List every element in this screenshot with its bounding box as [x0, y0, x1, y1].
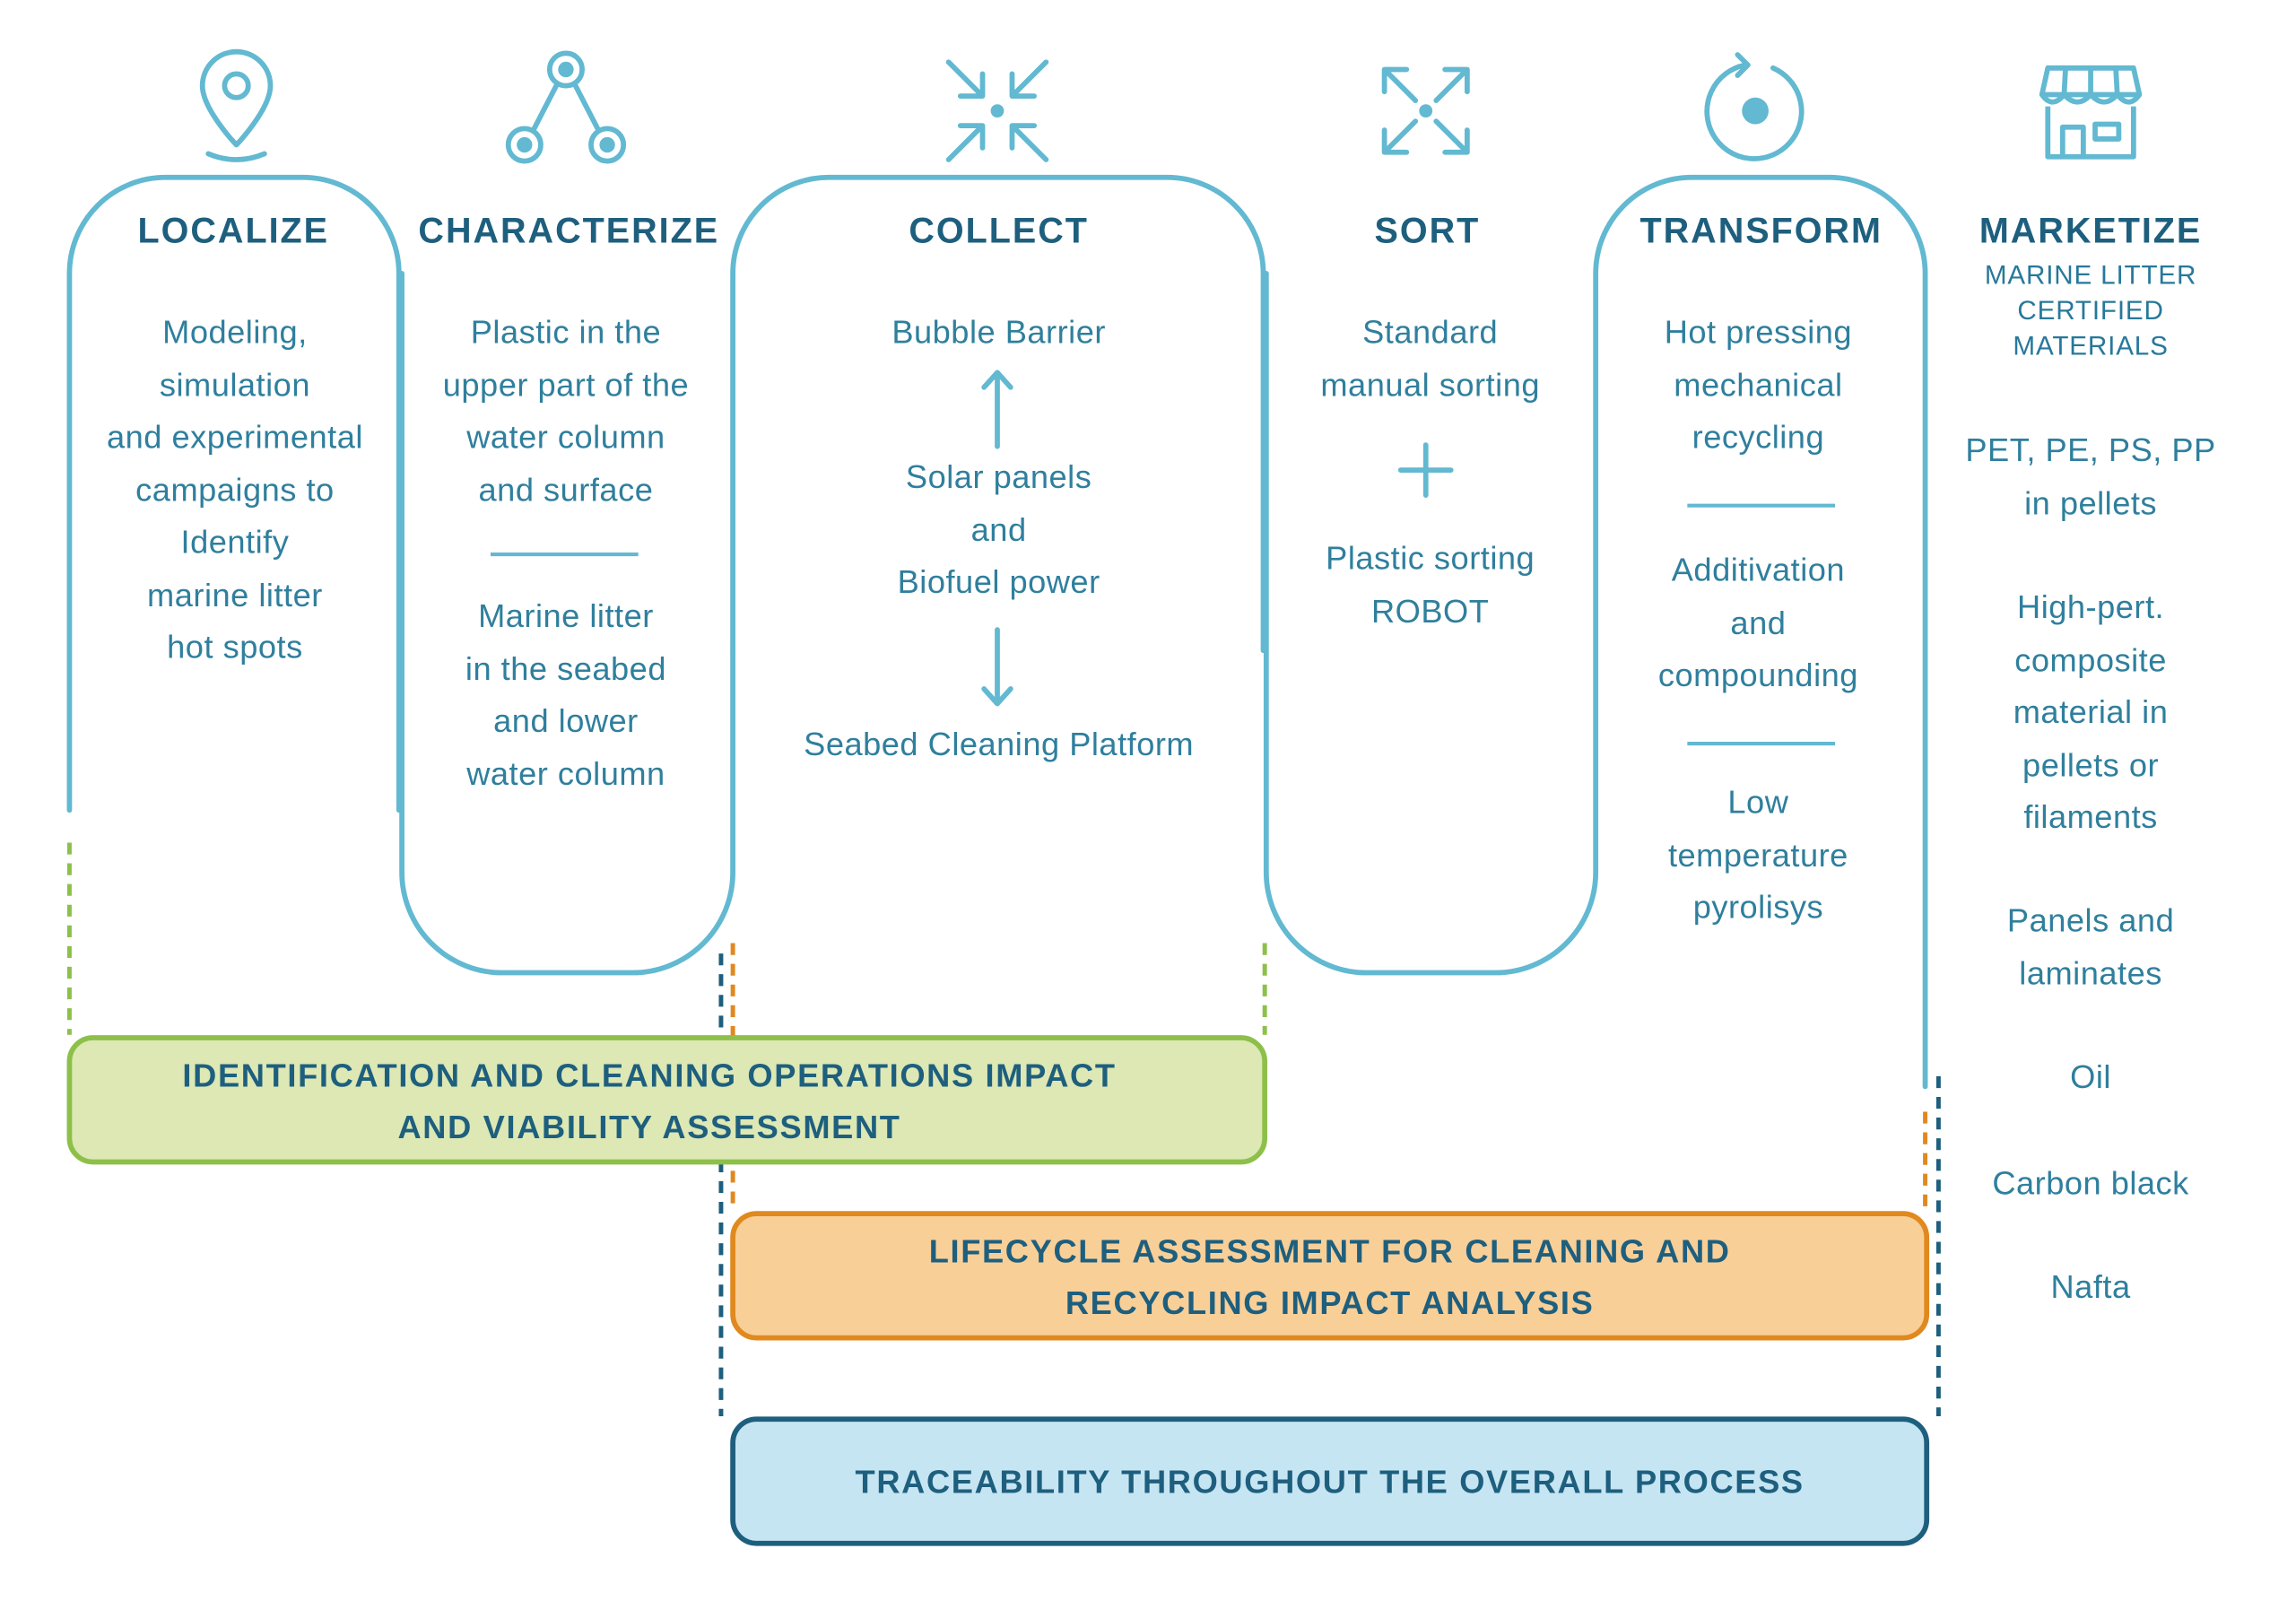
collect-bottom-text: Seabed Cleaning Platform — [804, 726, 1195, 763]
location-pin-icon — [199, 48, 274, 162]
collect-arrow-up — [981, 370, 1013, 449]
localize-line: hot spots — [167, 628, 303, 666]
marketize-line: Nafta — [2050, 1268, 2131, 1306]
sort-line: ROBOT — [1370, 592, 1490, 630]
characterize-title: CHARACTERIZE — [418, 211, 720, 252]
traceability-band-box — [730, 1416, 1930, 1546]
transform-outline — [1593, 174, 1928, 1090]
sort-line: manual sorting — [1320, 365, 1541, 404]
marketize-line: Carbon black — [1992, 1164, 2189, 1202]
characterize-line: water column — [466, 754, 665, 792]
marketize-line: filaments — [2023, 798, 2158, 836]
marketize-subtitle-line: MARINE LITTER — [1984, 260, 2197, 291]
sort-line: Standard — [1362, 313, 1499, 351]
marketize-item-oil: Oil — [1943, 1051, 2238, 1104]
localize-line: Modeling, — [162, 313, 308, 351]
characterize-line: in the seabed — [465, 649, 666, 687]
network-nodes-icon — [505, 50, 627, 164]
collect-title: COLLECT — [909, 211, 1089, 252]
characterize-line: Marine litter — [478, 596, 654, 635]
localize-line: simulation — [159, 365, 310, 404]
lifecycle-band-box — [730, 1211, 1930, 1341]
lifecycle-band-label: LIFECYCLE ASSESSMENT FOR CLEANING AND RE… — [733, 1225, 1926, 1328]
characterize-bottom-text: Marine litter in the seabed and lower wa… — [402, 590, 730, 800]
transform-line: Low — [1727, 783, 1789, 821]
band-line: AND VIABILITY ASSESSMENT — [397, 1109, 901, 1146]
transform-line: Additivation — [1671, 551, 1846, 588]
characterize-line: Plastic in the — [470, 313, 662, 351]
sort-top-text: Standard manual sorting — [1267, 306, 1592, 411]
characterize-top-text: Plastic in the upper part of the water c… — [402, 306, 730, 516]
marketize-line: PET, PE, PS, PP — [1965, 431, 2216, 469]
collect-top-text: Bubble Barrier — [891, 313, 1106, 351]
characterize-line: upper part of the — [442, 365, 690, 404]
collect-line: Biofuel power — [897, 562, 1100, 601]
marketize-line: High-pert. — [2017, 587, 2165, 626]
band-line: LIFECYCLE ASSESSMENT FOR CLEANING AND — [928, 1232, 1731, 1270]
marketize-line: pellets or — [2022, 745, 2160, 783]
marketize-subtitle-line: MATERIALS — [2013, 331, 2169, 361]
marketize-line: material in — [2013, 693, 2169, 731]
sort-outline — [1263, 271, 1599, 976]
transform-line: Hot pressing — [1664, 313, 1853, 351]
transform-group-1: Hot pressing mechanical recycling — [1596, 306, 1920, 464]
marketize-line: composite — [2014, 640, 2167, 678]
collect-line: and — [970, 510, 1027, 548]
localize-line: marine litter — [147, 575, 323, 613]
characterize-line: and surface — [478, 470, 654, 509]
sort-line: Plastic sorting — [1326, 539, 1535, 577]
localize-line: Identify — [180, 523, 290, 561]
sort-bottom-text: Plastic sorting ROBOT — [1267, 532, 1592, 637]
transform-group-3: Low temperature pyrolisys — [1596, 776, 1920, 934]
traceability-band-label: TRACEABILITY THROUGHOUT THE OVERALL PROC… — [733, 1456, 1926, 1508]
transform-line: compounding — [1657, 656, 1858, 694]
marketize-item-composite: High-pert. composite material in pellets… — [1943, 581, 2238, 844]
transform-group-2: Additivation and compounding — [1596, 544, 1920, 702]
marketize-item-nafta: Nafta — [1943, 1261, 2238, 1314]
collect-line: Solar panels — [905, 457, 1092, 496]
transform-line: pyrolisys — [1692, 888, 1824, 926]
localize-line: and experimental — [106, 418, 363, 456]
marketize-title: MARKETIZE — [1979, 211, 2203, 252]
marketize-subtitle-line: CERTIFIED — [2017, 295, 2164, 326]
marketize-item-carbon-black: Carbon black — [1943, 1158, 2238, 1211]
localize-description: Modeling, simulation and experimental ca… — [71, 306, 399, 674]
marketize-line: in pellets — [2024, 483, 2158, 521]
transform-line: and — [1730, 604, 1787, 641]
characterize-line: and lower — [493, 701, 639, 740]
collect-middle-text: Solar panels and Biofuel power — [778, 451, 1221, 609]
collect-arrow-down — [981, 627, 1013, 707]
marketize-line: Panels and — [2006, 901, 2175, 939]
characterize-outline — [399, 271, 735, 976]
marketize-subtitle: MARINE LITTER CERTIFIED MATERIALS — [1943, 257, 2238, 364]
transform-line: temperature — [1667, 836, 1848, 874]
collect-outline — [730, 174, 1266, 654]
transform-title: TRANSFORM — [1639, 211, 1883, 252]
identification-band-label: IDENTIFICATION AND CLEANING OPERATIONS I… — [69, 1049, 1229, 1153]
localize-title: LOCALIZE — [137, 211, 330, 252]
band-line: TRACEABILITY THROUGHOUT THE OVERALL PROC… — [855, 1463, 1805, 1501]
marketize-line: laminates — [2019, 953, 2162, 992]
localize-line: campaigns to — [135, 470, 335, 509]
marketize-line: Oil — [2070, 1058, 2111, 1096]
converge-arrows-icon — [945, 59, 1049, 162]
marketize-item-pellets: PET, PE, PS, PP in pellets — [1943, 424, 2238, 529]
characterize-line: water column — [466, 418, 665, 456]
localize-outline — [66, 174, 402, 814]
identification-band-box — [66, 1035, 1268, 1165]
marketize-item-panels: Panels and laminates — [1943, 894, 2238, 999]
sort-title: SORT — [1374, 211, 1481, 252]
band-line: IDENTIFICATION AND CLEANING OPERATIONS I… — [182, 1057, 1117, 1094]
storefront-icon — [2039, 65, 2143, 160]
transform-line: mechanical — [1674, 365, 1843, 404]
transform-line: recycling — [1692, 418, 1825, 456]
band-line: RECYCLING IMPACT ANALYSIS — [1065, 1284, 1595, 1322]
expand-arrows-icon — [1381, 66, 1470, 155]
cycle-arrow-icon — [1704, 52, 1805, 161]
